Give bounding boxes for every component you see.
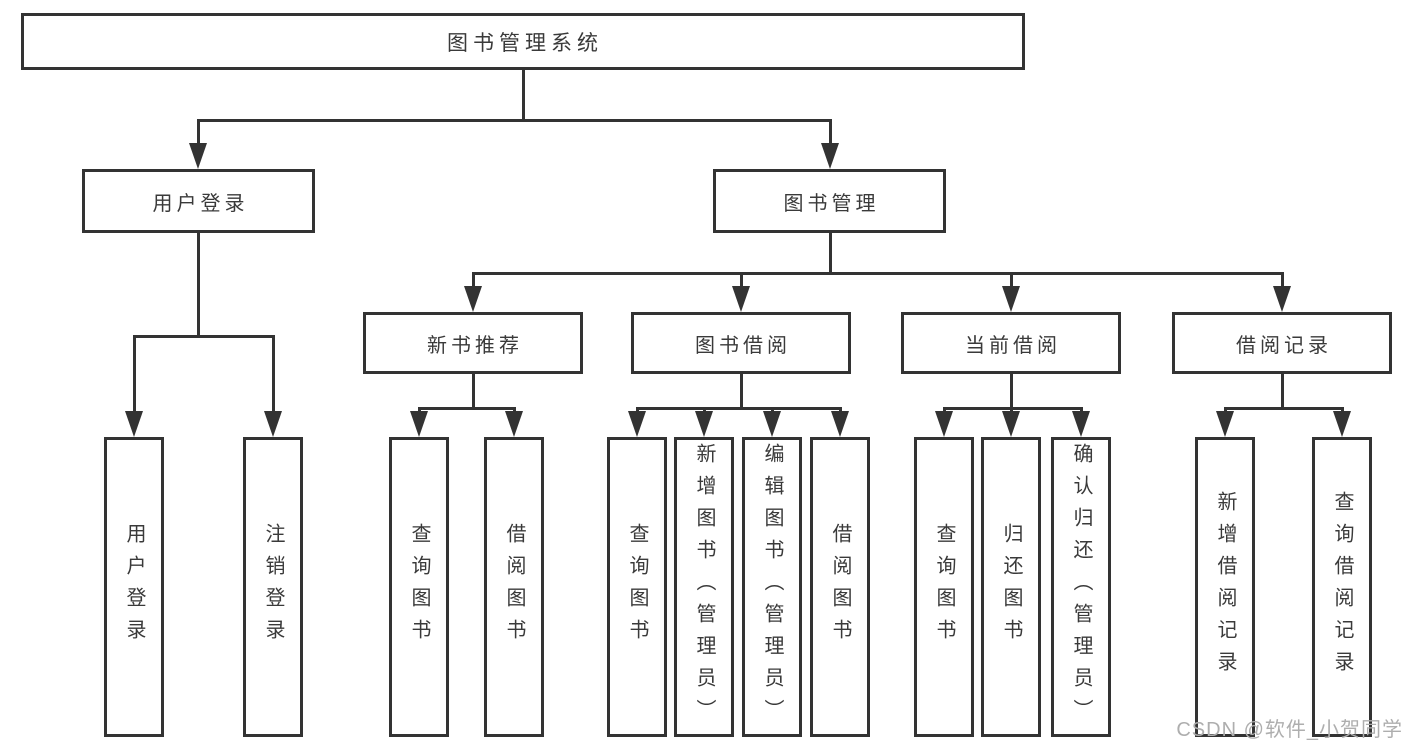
connector-login-leaf-drop xyxy=(132,335,136,415)
connector-borrow-record-rail xyxy=(1225,407,1342,410)
connector-new-book-rail xyxy=(419,407,514,410)
node-book-borrowing-label: 图书借阅 xyxy=(695,334,791,357)
node-book-management: 图书管理 xyxy=(713,169,946,233)
arrowhead-down-icon xyxy=(125,411,143,437)
leaf-label: 查询图书 xyxy=(408,523,430,651)
connector-book-borrow-stub xyxy=(739,374,743,410)
node-current-borrowing: 当前借阅 xyxy=(901,312,1121,374)
connector-new-book-stub xyxy=(471,374,475,410)
connector-root-stub xyxy=(521,70,525,119)
leaf-label: 查询图书 xyxy=(933,523,955,651)
node-book-management-label: 图书管理 xyxy=(783,192,880,215)
connector-book-mgmt-stub xyxy=(828,233,832,275)
node-root-label: 图书管理系统 xyxy=(447,31,603,55)
leaf-label: 借阅图书 xyxy=(503,523,525,651)
node-new-book-recommend: 新书推荐 xyxy=(363,312,583,374)
arrowhead-down-icon xyxy=(505,411,523,437)
node-leaf-query-book-current: 查询图书 xyxy=(914,437,974,737)
arrowhead-down-icon xyxy=(464,286,482,312)
leaf-label: 查询图书 xyxy=(626,523,648,651)
node-leaf-confirm-return-admin: 确认归还（管理员） xyxy=(1051,437,1111,737)
connector-current-borrow-rail xyxy=(944,407,1081,410)
leaf-label: 查询借阅记录 xyxy=(1331,491,1353,683)
arrowhead-down-icon xyxy=(1002,286,1020,312)
node-leaf-edit-book-admin: 编辑图书（管理员） xyxy=(742,437,802,737)
arrowhead-down-icon xyxy=(935,411,953,437)
node-borrow-records-label: 借阅记录 xyxy=(1236,334,1332,357)
arrowhead-down-icon xyxy=(189,143,207,169)
node-borrow-records: 借阅记录 xyxy=(1172,312,1392,374)
connector-book-borrow-rail xyxy=(637,407,840,410)
node-root: 图书管理系统 xyxy=(21,13,1025,70)
node-leaf-add-book-admin: 新增图书（管理员） xyxy=(674,437,734,737)
arrowhead-down-icon xyxy=(410,411,428,437)
leaf-label: 新增图书（管理员） xyxy=(693,443,715,731)
node-current-borrowing-label: 当前借阅 xyxy=(965,334,1061,357)
node-new-book-recommend-label: 新书推荐 xyxy=(427,334,523,357)
node-leaf-logout: 注销登录 xyxy=(243,437,303,737)
leaf-label: 新增借阅记录 xyxy=(1214,491,1236,683)
leaf-label: 确认归还（管理员） xyxy=(1070,443,1092,731)
connector-current-borrow-drop xyxy=(1009,272,1013,289)
connector-book-mgmt-drop xyxy=(828,119,832,147)
node-leaf-user-login: 用户登录 xyxy=(104,437,164,737)
arrowhead-down-icon xyxy=(1333,411,1351,437)
arrowhead-down-icon xyxy=(1072,411,1090,437)
node-leaf-borrow-book: 借阅图书 xyxy=(810,437,870,737)
arrowhead-down-icon xyxy=(695,411,713,437)
connector-level2-rail xyxy=(473,272,1282,275)
node-user-login: 用户登录 xyxy=(82,169,315,233)
arrowhead-down-icon xyxy=(831,411,849,437)
connector-user-login-rail xyxy=(134,335,273,338)
node-leaf-query-book-recommend: 查询图书 xyxy=(389,437,449,737)
node-book-borrowing: 图书借阅 xyxy=(631,312,851,374)
connector-user-login-drop xyxy=(196,119,200,147)
leaf-label: 用户登录 xyxy=(123,523,145,651)
arrowhead-down-icon xyxy=(628,411,646,437)
arrowhead-down-icon xyxy=(732,286,750,312)
node-leaf-borrow-book-recommend: 借阅图书 xyxy=(484,437,544,737)
connector-borrow-record-drop xyxy=(1280,272,1284,289)
connector-borrow-record-stub xyxy=(1280,374,1284,410)
connector-new-book-drop xyxy=(471,272,475,289)
arrowhead-down-icon xyxy=(1273,286,1291,312)
node-leaf-query-book: 查询图书 xyxy=(607,437,667,737)
node-leaf-return-book: 归还图书 xyxy=(981,437,1041,737)
leaf-label: 注销登录 xyxy=(262,523,284,651)
connector-user-login-stub xyxy=(196,233,200,336)
arrowhead-down-icon xyxy=(763,411,781,437)
leaf-label: 编辑图书（管理员） xyxy=(761,443,783,731)
connector-logout-leaf-drop xyxy=(271,335,275,415)
node-leaf-query-borrow-record: 查询借阅记录 xyxy=(1312,437,1372,737)
node-user-login-label: 用户登录 xyxy=(152,192,249,215)
arrowhead-down-icon xyxy=(1216,411,1234,437)
leaf-label: 归还图书 xyxy=(1000,523,1022,651)
connector-level1-rail xyxy=(198,119,830,122)
csdn-watermark: CSDN @软件_小贺同学 xyxy=(1176,719,1403,741)
connector-current-borrow-stub xyxy=(1009,374,1013,410)
leaf-label: 借阅图书 xyxy=(829,523,851,651)
node-leaf-add-borrow-record: 新增借阅记录 xyxy=(1195,437,1255,737)
arrowhead-down-icon xyxy=(1002,411,1020,437)
arrowhead-down-icon xyxy=(821,143,839,169)
connector-book-borrow-drop xyxy=(739,272,743,289)
arrowhead-down-icon xyxy=(264,411,282,437)
